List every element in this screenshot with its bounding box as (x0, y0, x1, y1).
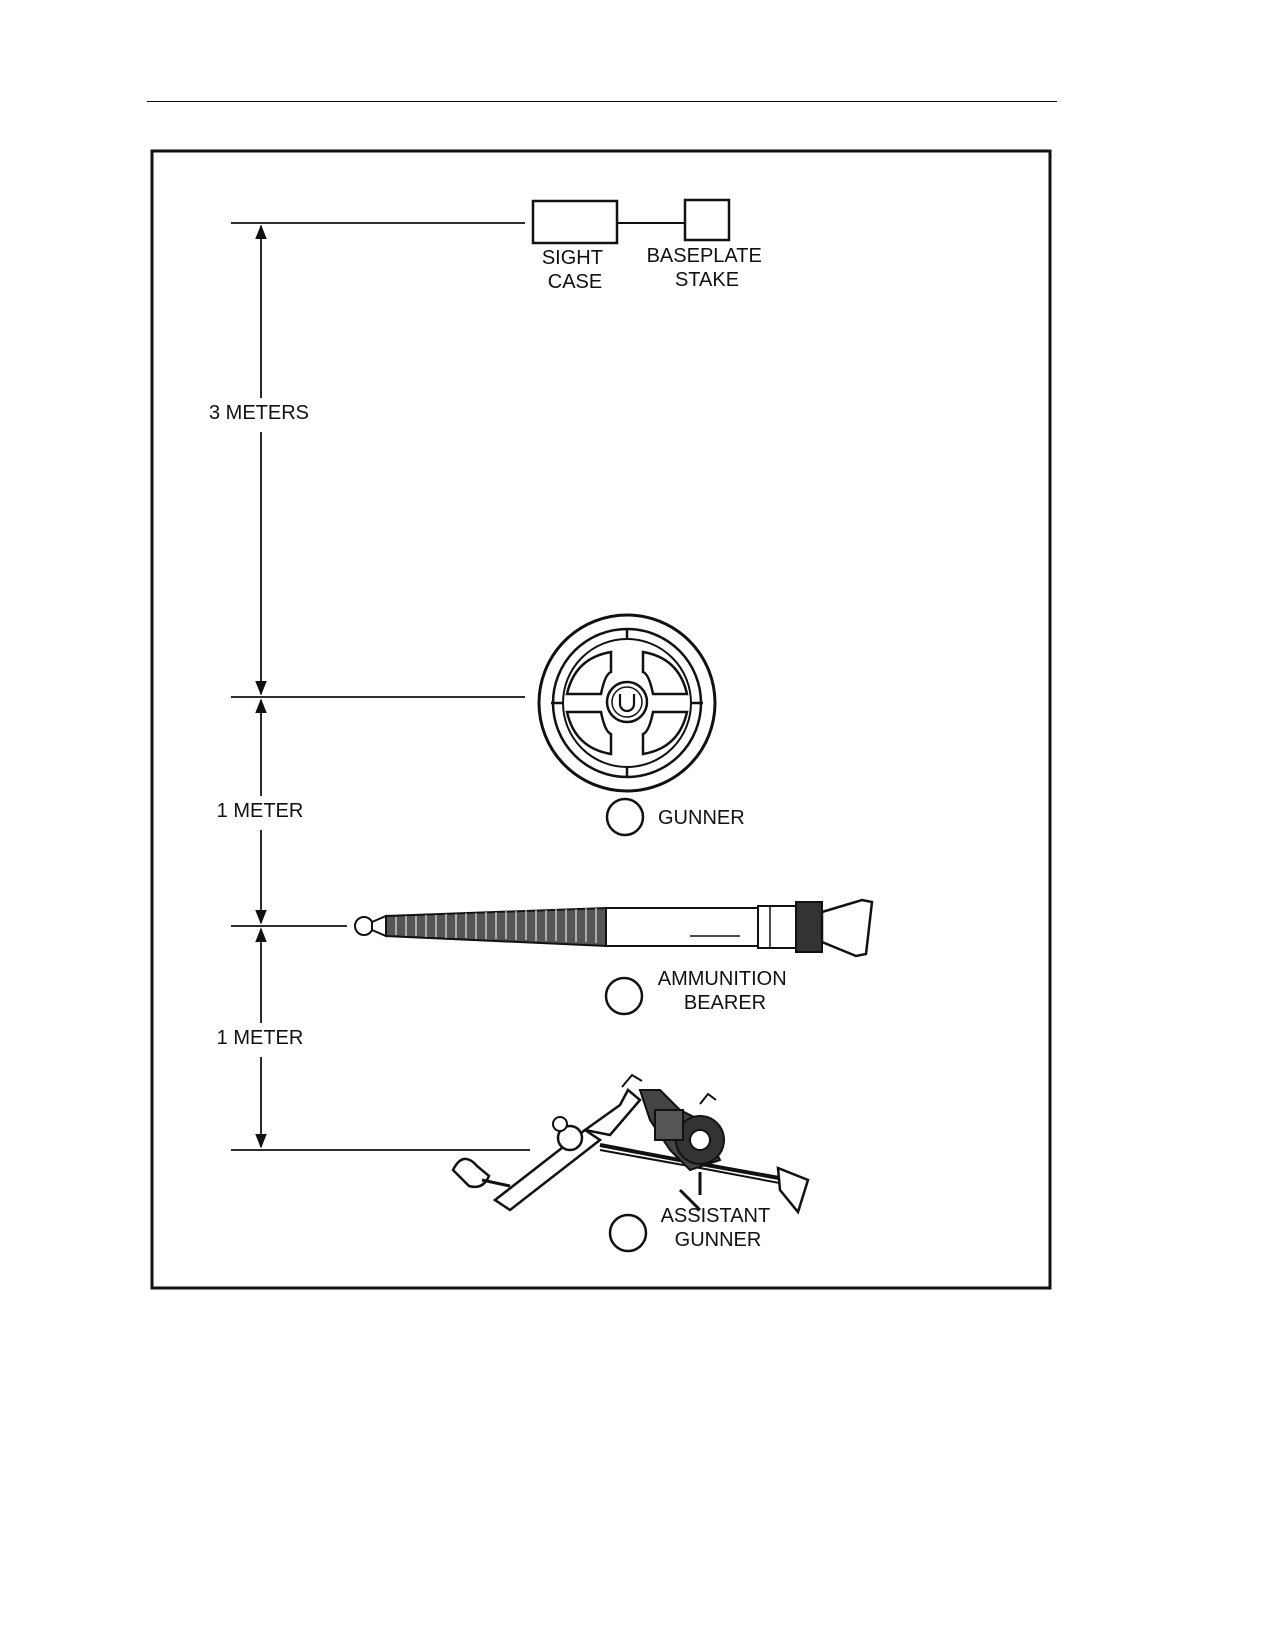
gunner-position-icon (605, 797, 645, 837)
sight-case-box (531, 199, 619, 245)
assistant-gunner-position-icon (608, 1213, 648, 1253)
gunner-label: GUNNER (658, 807, 745, 829)
figure-frame (150, 149, 1052, 1290)
dim-label-1-meter-lower: 1 METER (217, 1027, 304, 1049)
baseplate-stake-label: BASEPLATE STAKE (647, 245, 768, 291)
header-rule (147, 101, 1057, 102)
baseplate-icon (537, 613, 717, 793)
baseplate-stake-box (683, 198, 731, 242)
mortar-tube-icon (354, 898, 874, 958)
assistant-gunner-label: ASSISTANT GUNNER (661, 1205, 776, 1251)
dim-label-3-meters: 3 METERS (209, 402, 309, 424)
ammunition-bearer-position-icon (604, 976, 644, 1016)
dim-label-1-meter-upper: 1 METER (217, 800, 304, 822)
bipod-icon (451, 1073, 810, 1215)
sight-case-label: SIGHT CASE (542, 247, 608, 293)
ammunition-bearer-label: AMMUNITION BEARER (658, 968, 792, 1014)
